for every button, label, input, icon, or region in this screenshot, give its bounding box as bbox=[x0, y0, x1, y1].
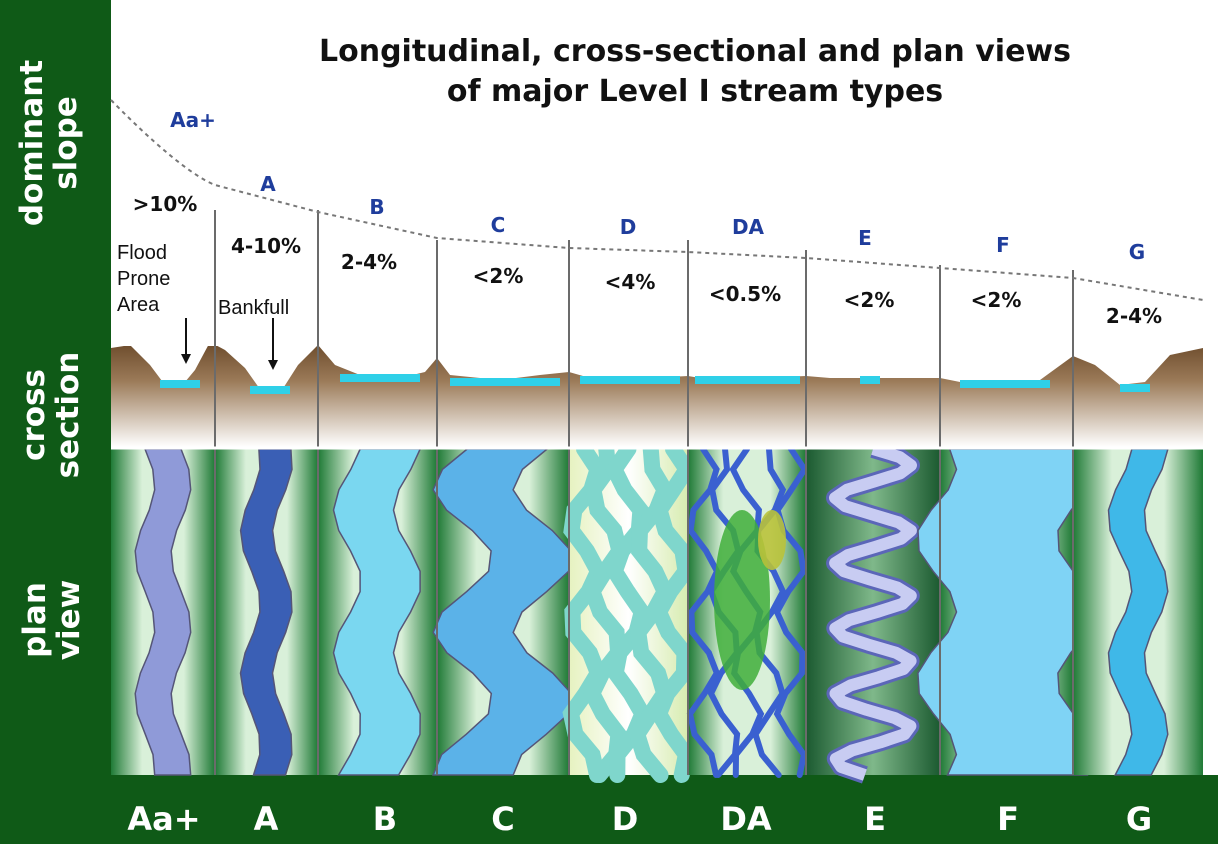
slope-value-label: <0.5% bbox=[708, 282, 782, 306]
river-channel bbox=[332, 448, 422, 776]
column-dividers bbox=[111, 210, 1203, 775]
slope-type-label: E bbox=[858, 226, 872, 250]
braided-channel bbox=[650, 441, 697, 783]
vegetated-island bbox=[714, 510, 770, 690]
diagram-title: Longitudinal, cross-sectional and plan v… bbox=[190, 32, 1200, 112]
water-level bbox=[695, 376, 800, 384]
plan-view-row bbox=[111, 440, 1203, 784]
stream-type-label: DA bbox=[720, 800, 772, 838]
slope-value-label: <2% bbox=[843, 288, 895, 312]
water-level bbox=[580, 376, 680, 384]
slope-type-label: Aa+ bbox=[170, 108, 216, 132]
slope-value-label: <2% bbox=[472, 264, 524, 288]
slope-value-label: 2-4% bbox=[1105, 304, 1163, 328]
braided-channel bbox=[562, 441, 607, 783]
water-level bbox=[160, 380, 200, 388]
bar-island bbox=[758, 510, 786, 570]
slope-value-label: >10% bbox=[132, 192, 198, 216]
river-channel bbox=[134, 448, 192, 776]
stream-type-label: B bbox=[372, 800, 398, 838]
water-level bbox=[860, 376, 880, 384]
slope-type-label: A bbox=[260, 172, 276, 196]
cross-section-row bbox=[111, 342, 1203, 447]
slope-value-label: 2-4% bbox=[340, 250, 398, 274]
water-level bbox=[250, 386, 290, 394]
slope-type-label: G bbox=[1128, 240, 1146, 264]
stream-type-label: Aa+ bbox=[127, 800, 201, 838]
braided-channel bbox=[686, 446, 721, 778]
braided-channel bbox=[752, 446, 787, 778]
river-channel bbox=[239, 448, 293, 776]
title-line-1: Longitudinal, cross-sectional and plan v… bbox=[318, 34, 1071, 69]
stream-type-label: C bbox=[491, 800, 515, 838]
right-margin bbox=[1203, 0, 1218, 775]
stream-type-label: A bbox=[253, 800, 279, 838]
water-level bbox=[450, 378, 560, 386]
type-label-band bbox=[0, 775, 1218, 844]
slope-type-label: DA bbox=[731, 215, 765, 239]
title-line-2: of major Level I stream types bbox=[446, 74, 944, 109]
bankfull-arrow-head bbox=[268, 360, 278, 370]
slope-value-label: 4-10% bbox=[230, 234, 302, 258]
slope-type-label: B bbox=[369, 195, 385, 219]
stream-type-label: D bbox=[611, 800, 639, 838]
braided-channel bbox=[773, 446, 809, 778]
slope-value-label: <2% bbox=[970, 288, 1022, 312]
flood-prone-area-note: Flood Prone Area bbox=[117, 242, 171, 316]
meander-channel bbox=[829, 443, 917, 781]
water-level bbox=[960, 380, 1050, 388]
stream-type-label: F bbox=[997, 800, 1019, 838]
row-label-band bbox=[0, 0, 111, 844]
water-level bbox=[1120, 384, 1150, 392]
slope-value-label: <4% bbox=[604, 270, 656, 294]
slope-type-label: F bbox=[996, 233, 1010, 257]
stream-type-label: G bbox=[1125, 800, 1153, 838]
flood-prone-arrow-head bbox=[181, 354, 191, 364]
bankfull-note: Bankfull bbox=[218, 297, 290, 319]
river-channel bbox=[432, 448, 573, 776]
water-level bbox=[340, 374, 420, 382]
river-channel bbox=[1107, 448, 1169, 776]
stream-type-label: E bbox=[864, 800, 886, 838]
cross-section-air bbox=[111, 342, 1203, 392]
slope-type-label: D bbox=[619, 215, 637, 239]
slope-type-label: C bbox=[490, 213, 506, 237]
braided-channel bbox=[583, 441, 629, 783]
